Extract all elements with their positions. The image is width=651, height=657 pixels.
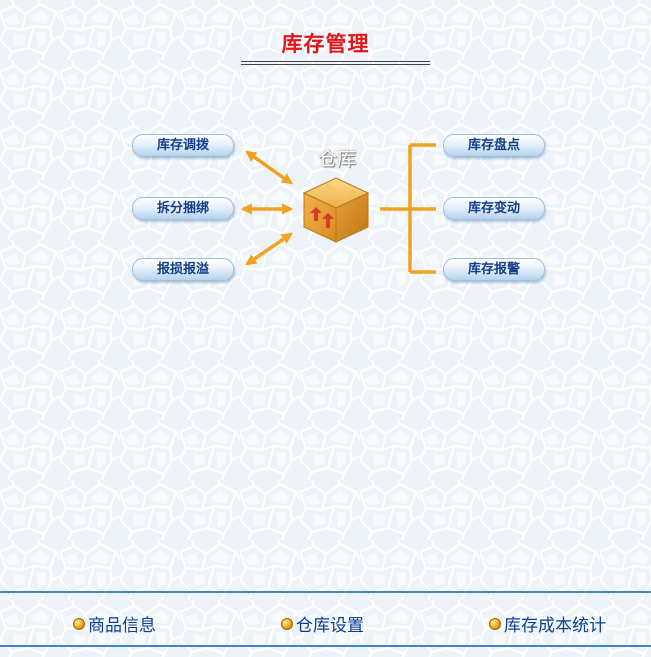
warehouse-settings-link[interactable]: 仓库设置 <box>281 611 364 636</box>
stocktake-button[interactable]: 库存盘点 <box>443 134 545 157</box>
product-info-label: 商品信息 <box>88 616 156 636</box>
inventory-cost-stats-label: 库存成本统计 <box>504 616 606 636</box>
title-underline-secondary <box>241 64 430 65</box>
title-underline <box>241 61 430 62</box>
footer-top-rule <box>0 591 651 593</box>
loss-overflow-button[interactable]: 报损报溢 <box>132 258 234 281</box>
page-title: 库存管理 <box>281 32 370 56</box>
inventory-cost-stats-link[interactable]: 库存成本统计 <box>489 611 606 636</box>
footer-bottom-rule <box>0 645 651 647</box>
transfer-button[interactable]: 库存调拨 <box>132 134 234 157</box>
warehouse-settings-label: 仓库设置 <box>296 616 364 636</box>
orange-bullet-icon <box>489 617 501 630</box>
product-info-link[interactable]: 商品信息 <box>73 611 156 636</box>
orange-bullet-icon <box>281 617 293 630</box>
stock-alert-button[interactable]: 库存报警 <box>443 258 545 281</box>
orange-bullet-icon <box>73 617 85 630</box>
hub-label: 仓库 <box>317 148 356 170</box>
stock-change-button[interactable]: 库存变动 <box>443 197 545 220</box>
split-bundle-button[interactable]: 拆分捆绑 <box>132 197 234 220</box>
